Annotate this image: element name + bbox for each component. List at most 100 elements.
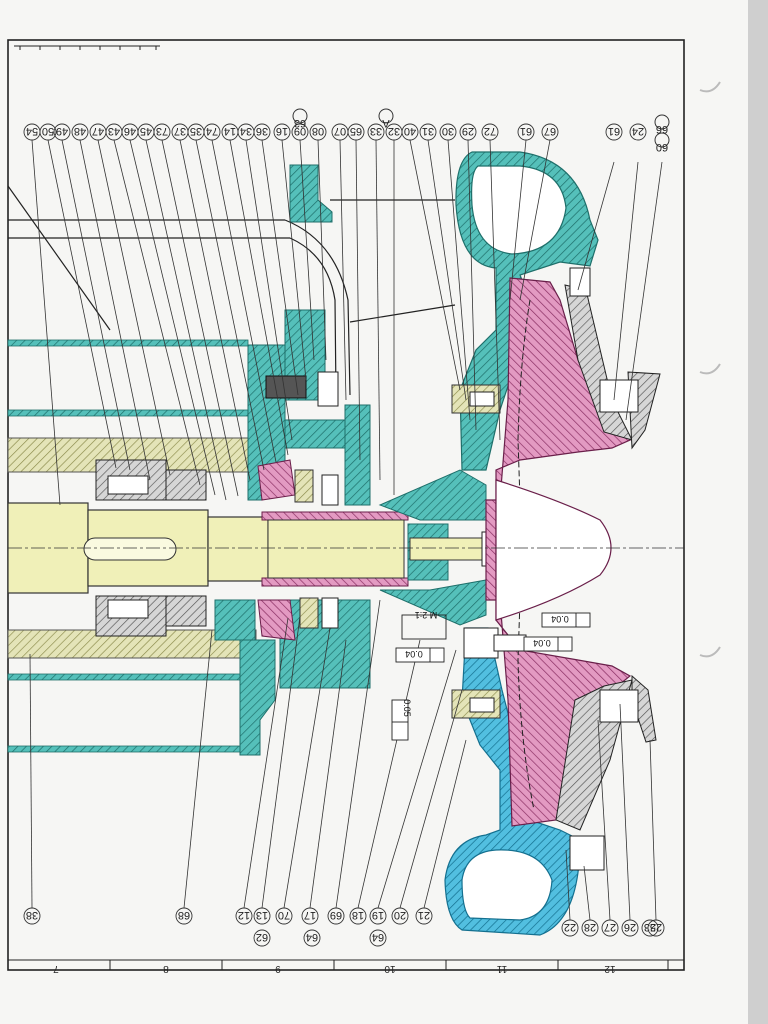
callout-circle [309, 123, 327, 141]
callout-number: 69 [330, 909, 342, 921]
callout-number: 14 [224, 125, 236, 137]
callout-number: 20 [394, 909, 406, 921]
tolerance-value: 0.04 [533, 638, 551, 648]
tolerance-frame: 0.04 [541, 612, 591, 628]
diffuser-vanes [555, 267, 661, 871]
callout-bubble: 07 [331, 123, 349, 141]
callout-number: 72 [484, 125, 496, 137]
callout-bubble: 50 [39, 123, 57, 141]
callout-number: 54 [26, 125, 38, 137]
callout-bubble: 27 [601, 919, 619, 937]
tolerance-frame: 0.05 [391, 699, 412, 741]
callout-number: 22 [564, 921, 576, 933]
corner-scale-note [14, 45, 160, 50]
callout-bubble: 65 [347, 123, 365, 141]
extra-top-labels: 63 A 66 60 [292, 108, 670, 153]
callout-number: 30 [442, 125, 454, 137]
callout-number: 23 [644, 921, 656, 933]
scale-number: 12 [604, 963, 616, 974]
callout-number: 62 [256, 931, 268, 943]
callout-circle [275, 907, 293, 925]
callout-number: 37 [174, 125, 186, 137]
callout-bubble: 23 [641, 919, 659, 937]
impeller [485, 277, 632, 827]
seal-carrier [214, 164, 371, 756]
callout-number: 40 [404, 125, 416, 137]
callout-bubble: 48 [71, 123, 89, 141]
callout-number: 48 [74, 125, 86, 137]
callout-bubble: 45 [137, 123, 155, 141]
callout-circle [641, 919, 659, 937]
callout-bubble: 68 [175, 907, 193, 925]
callout-number: 07 [334, 125, 346, 137]
callout-bubble: 72 [481, 123, 499, 141]
callout-bubble: 28 [581, 919, 599, 937]
callout-bubble: 19 [369, 907, 387, 925]
callout-number: 08 [312, 125, 324, 137]
callout-circle [349, 907, 367, 925]
callout-circle [629, 123, 647, 141]
callout-bubble: 64 [303, 929, 321, 947]
callout-circle [541, 123, 559, 141]
tolerance-value: 0.04 [551, 614, 569, 624]
callout-number: 21 [418, 909, 430, 921]
callout-number: 47 [92, 125, 104, 137]
callout-detail-a: A [382, 117, 390, 129]
callout-number: 24 [632, 125, 644, 137]
callout-bubble: 33 [367, 123, 385, 141]
callout-bubble: 47 [89, 123, 107, 141]
callout-number: 46 [124, 125, 136, 137]
callout-number: 68 [178, 909, 190, 921]
scale-number: 8 [163, 963, 169, 974]
callout-circle [303, 929, 321, 947]
callout-circle [419, 123, 437, 141]
callout-circle [327, 907, 345, 925]
callout-bubble: 37 [171, 123, 189, 141]
callout-bubble: 43 [105, 123, 123, 141]
callout-number: 61 [520, 125, 532, 137]
callout-bubble: 74 [203, 123, 221, 141]
callout-circle [391, 907, 409, 925]
callout-circle [401, 123, 419, 141]
callout-number: 25 [650, 921, 662, 933]
callout-bubble: 18 [349, 907, 367, 925]
callout-circle [367, 123, 385, 141]
callout-circle [621, 919, 639, 937]
callout-bubble: 14 [221, 123, 239, 141]
callout-bubble: 49 [53, 123, 71, 141]
callout-bubble: 36 [253, 123, 271, 141]
callout-number: 27 [604, 921, 616, 933]
callout-circle [601, 919, 619, 937]
scale-number: 7 [53, 963, 59, 974]
callout-bubble: 25 [647, 919, 665, 937]
callout-number: 16 [276, 125, 288, 137]
callout-number: 64 [372, 931, 384, 943]
tolerance-frame: 0.04 [395, 647, 445, 663]
tolerance-frame: 0.04 [523, 636, 573, 652]
callout-circle [481, 123, 499, 141]
callout-number: 73 [156, 125, 168, 137]
callout-bubble: 12 [235, 907, 253, 925]
callout-bubble: 61 [605, 123, 623, 141]
callout-circle [605, 123, 623, 141]
callout-circle [153, 123, 171, 141]
scale-number: 9 [275, 963, 281, 974]
callout-bubble: 54 [23, 123, 41, 141]
tolerance-value: 0.05 [402, 699, 412, 717]
callout-number: 50 [42, 125, 54, 137]
callout-bubble: 26 [621, 919, 639, 937]
callout-bubble: 29 [459, 123, 477, 141]
callout-circle [235, 907, 253, 925]
scale-number: 10 [384, 963, 396, 974]
callout-number: 28 [584, 921, 596, 933]
scale-numbers: 7 8 9 10 11 12 [53, 963, 616, 974]
callout-circle [517, 123, 535, 141]
tolerance-frames: 0.04 0.04 0.04 0.05 M 2:1 [391, 610, 591, 741]
paper-shadow-edge [748, 0, 768, 1024]
callout-number: 09 [294, 125, 306, 137]
binder-hole-mark [699, 363, 721, 375]
callout-circle [439, 123, 457, 141]
callout-bubble: 46 [121, 123, 139, 141]
